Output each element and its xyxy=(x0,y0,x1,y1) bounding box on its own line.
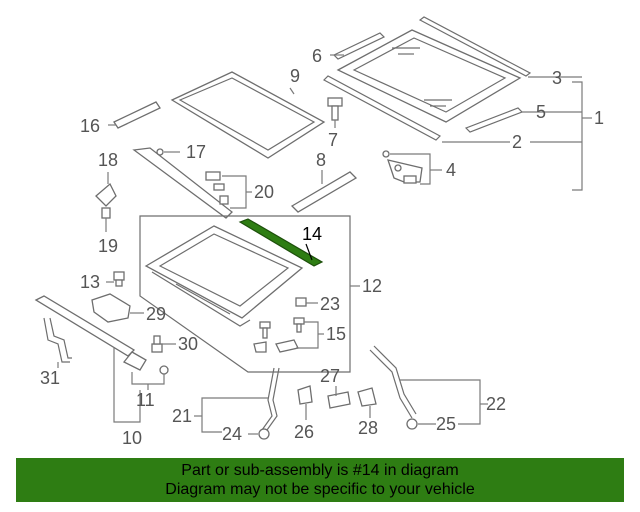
callout-26: 26 xyxy=(294,422,314,442)
clip-28 xyxy=(357,387,377,418)
clip-20 xyxy=(205,171,252,209)
callout-1: 1 xyxy=(594,108,604,128)
callout-23: 23 xyxy=(320,294,340,314)
callout-13: 13 xyxy=(80,272,100,292)
trim-5 xyxy=(464,107,524,133)
callout-11: 11 xyxy=(136,390,155,410)
callout-4: 4 xyxy=(446,160,456,180)
callout-24: 24 xyxy=(222,424,242,444)
assembly-box-12 xyxy=(139,215,360,373)
drain-rail-10 xyxy=(34,295,141,423)
bolt-30 xyxy=(151,335,176,353)
callout-8: 8 xyxy=(316,150,326,170)
callout-19: 19 xyxy=(98,236,118,256)
bracket-18 xyxy=(95,172,117,207)
callout-12: 12 xyxy=(362,276,382,296)
bracket-11 xyxy=(122,351,169,390)
deflector-16 xyxy=(108,101,161,129)
glass-panel xyxy=(336,29,522,123)
callout-3: 3 xyxy=(552,68,562,88)
bolt-13 xyxy=(106,271,125,287)
cable-31 xyxy=(43,317,72,368)
callout-2: 2 xyxy=(512,132,522,152)
parts-diagram: 1 2 3 4 5 6 7 8 9 10 11 12 14 13 15 16 1… xyxy=(34,16,604,448)
clip-24 xyxy=(248,428,270,440)
callout-29: 29 xyxy=(146,304,166,324)
callout-18: 18 xyxy=(98,150,118,170)
callout-17: 17 xyxy=(186,142,206,162)
clip-25 xyxy=(406,418,436,430)
callout-31: 31 xyxy=(40,368,60,388)
info-banner: Part or sub-assembly is #14 in diagram D… xyxy=(16,458,624,502)
callout-14: 14 xyxy=(302,224,322,244)
clip-23 xyxy=(295,297,318,307)
banner-line-2: Diagram may not be specific to your vehi… xyxy=(165,481,475,498)
drain-hose-21 xyxy=(194,367,280,433)
bolt-7 xyxy=(327,97,343,128)
callout-10: 10 xyxy=(122,428,142,448)
drain-hose-22 xyxy=(369,345,488,425)
callout-6: 6 xyxy=(312,46,322,66)
clip-26 xyxy=(297,385,313,420)
frame-seal-9 xyxy=(170,71,326,159)
trim-3 xyxy=(418,16,532,77)
callout-16: 16 xyxy=(80,116,100,136)
screw-19 xyxy=(101,207,111,232)
callout-22: 22 xyxy=(486,394,506,414)
seal-strip-14[interactable] xyxy=(238,218,324,267)
callout-9: 9 xyxy=(290,66,300,86)
clip-27 xyxy=(327,386,351,409)
callout-21: 21 xyxy=(172,406,192,426)
trim-2 xyxy=(323,75,441,141)
callout-28: 28 xyxy=(358,418,378,438)
callout-5: 5 xyxy=(536,102,546,122)
callout-25: 25 xyxy=(436,414,456,434)
guide-rail-left xyxy=(132,147,233,219)
bracket-8 xyxy=(290,170,358,213)
bracket-4 xyxy=(382,150,442,185)
bolt-inside xyxy=(259,321,271,339)
motor-29 xyxy=(91,293,144,323)
callout-15: 15 xyxy=(326,324,346,344)
clip-15 xyxy=(253,317,324,353)
callout-30: 30 xyxy=(178,334,198,354)
callout-7: 7 xyxy=(328,130,338,150)
banner-line-1: Part or sub-assembly is #14 in diagram xyxy=(181,462,459,479)
callout-20: 20 xyxy=(254,182,274,202)
callout-27: 27 xyxy=(320,366,340,386)
trim-6 xyxy=(332,32,386,60)
